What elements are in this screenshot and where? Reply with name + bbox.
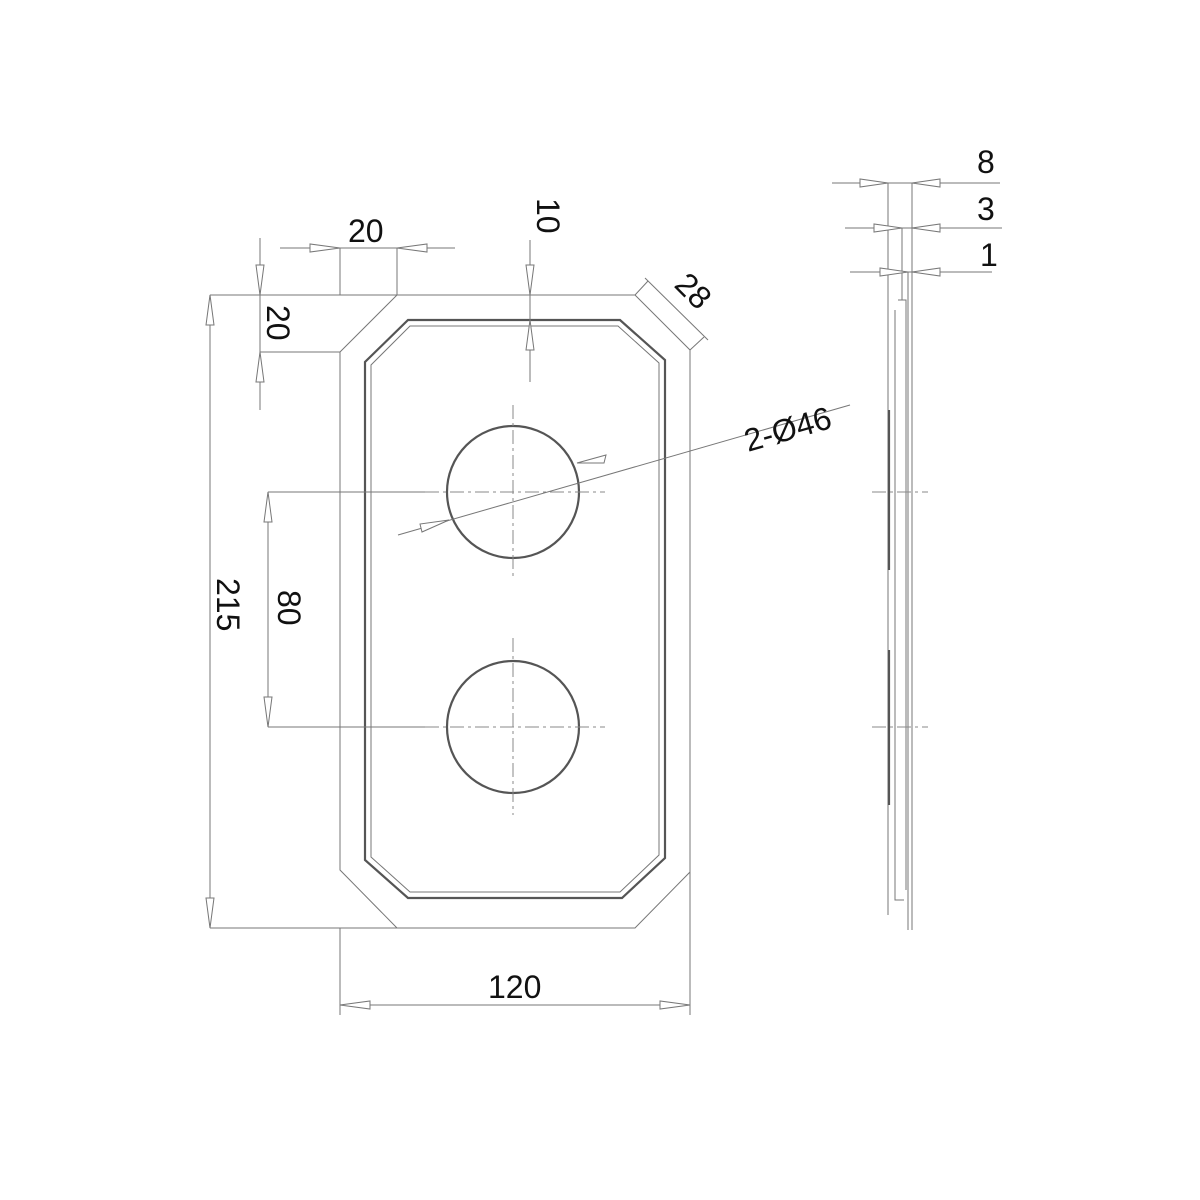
front-view: 20 20 10 28 2-Ø46 80 215 120 (205, 198, 851, 1015)
dim-thickness-mid: 3 (977, 191, 995, 227)
dim-corner-height: 20 (260, 305, 296, 341)
plate-outline (339, 294, 691, 929)
raised-face-inner (370, 325, 660, 893)
side-view: 8 3 1 (832, 144, 1002, 930)
dim-width: 120 (488, 969, 541, 1005)
dim-thickness-total: 8 (977, 144, 995, 180)
dim-border: 10 (530, 198, 566, 234)
dim-thickness-plate: 1 (980, 237, 998, 273)
dim-hole-spacing: 80 (271, 590, 307, 626)
dim-corner-width: 20 (348, 213, 384, 249)
dim-height: 215 (210, 578, 246, 631)
raised-face-outer (363, 318, 667, 900)
dim-holes: 2-Ø46 (740, 400, 835, 459)
dimension-lines (205, 238, 851, 1015)
center-lines (425, 405, 605, 815)
